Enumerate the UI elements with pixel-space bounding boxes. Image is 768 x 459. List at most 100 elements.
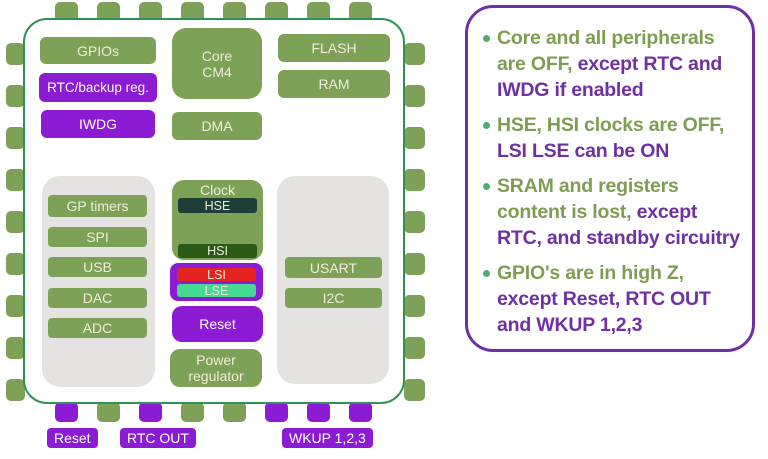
block-label: HSE xyxy=(204,198,231,213)
pin-label-wkup: WKUP 1,2,3 xyxy=(282,428,373,448)
block-iwdg: IWDG xyxy=(41,110,155,138)
peripheral-group-right xyxy=(277,176,389,384)
note-text-segment: LSI LSE can be ON xyxy=(497,140,670,162)
block-label: CM4 xyxy=(202,63,232,80)
block-label: DAC xyxy=(82,290,113,306)
note-text-segment: Core and all peripherals xyxy=(497,27,715,49)
note-line: IWDG if enabled xyxy=(497,77,722,103)
note-line: LSI LSE can be ON xyxy=(497,138,724,164)
note-line: content is lost, except xyxy=(497,199,740,225)
chip-pin-bottom xyxy=(181,402,204,422)
pin-label-rtc-out: RTC OUT xyxy=(120,428,196,448)
chip-pin-top xyxy=(97,2,120,22)
chip-pin-top xyxy=(139,2,162,22)
chip-pin-right xyxy=(404,295,425,317)
bullet-dot-icon xyxy=(483,183,490,190)
note-text-segment: HSE, HSI clocks are OFF, xyxy=(497,114,725,136)
chip-pin-bottom xyxy=(265,402,288,422)
block-label: LSE xyxy=(204,283,229,298)
block-label: GP timers xyxy=(66,198,129,214)
block-core-cm4: Core CM4 xyxy=(172,28,262,99)
note-line: SRAM and registers xyxy=(497,173,740,199)
chip-pin-top xyxy=(307,2,330,22)
block-dma: DMA xyxy=(172,112,262,140)
chip-pin-bottom xyxy=(55,402,78,422)
block-hse: HSE xyxy=(178,198,257,213)
note-text-segment: and WKUP 1,2,3 xyxy=(497,314,643,336)
chip-pin-right xyxy=(404,337,425,359)
chip-pin-bottom xyxy=(307,402,330,422)
block-label: RAM xyxy=(318,76,350,92)
note-text-segment: except Reset, RTC OUT xyxy=(497,288,711,310)
note-lines: GPIO's are in high Z, except Reset, RTC O… xyxy=(497,260,711,338)
block-label: GPIOs xyxy=(76,42,119,59)
block-label: IWDG xyxy=(78,116,118,132)
chip-pin-top xyxy=(265,2,288,22)
note-line: are OFF, except RTC and xyxy=(497,51,722,77)
chip-pin-top xyxy=(349,2,372,22)
chip-pin-right xyxy=(404,127,425,149)
chip-pin-left xyxy=(6,253,25,275)
note-text-segment: except RTC and xyxy=(577,53,723,75)
note-lines: HSE, HSI clocks are OFF, LSI LSE can be O… xyxy=(497,112,724,164)
chip-pin-bottom xyxy=(97,402,120,422)
block-label: RTC/backup reg. xyxy=(47,79,149,95)
block-label: FLASH xyxy=(311,40,357,56)
block-reset: Reset xyxy=(172,306,263,342)
block-label: I2C xyxy=(322,290,345,306)
block-usb: USB xyxy=(48,257,147,277)
block-label: regulator xyxy=(188,368,244,384)
note-line: except Reset, RTC OUT xyxy=(497,286,711,312)
block-label: ADC xyxy=(82,320,113,336)
block-gp-timers: GP timers xyxy=(48,195,147,217)
note-text-segment: content is lost, xyxy=(497,201,637,223)
chip-pin-left xyxy=(6,85,25,107)
pin-label-text: RTC OUT xyxy=(127,430,189,446)
chip-pin-bottom xyxy=(139,402,162,422)
block-dac: DAC xyxy=(48,288,147,308)
block-label: Reset xyxy=(199,316,236,332)
pin-label-text: WKUP 1,2,3 xyxy=(289,430,366,446)
block-label: HSI xyxy=(207,244,228,258)
block-power-regulator: Power regulator xyxy=(170,349,262,387)
block-spi: SPI xyxy=(48,227,147,247)
chip-pin-top xyxy=(55,2,78,22)
block-usart: USART xyxy=(285,257,382,278)
block-hsi: HSI xyxy=(178,244,257,258)
block-label: USB xyxy=(83,259,112,275)
chip-pin-right xyxy=(404,43,425,65)
note-line: and WKUP 1,2,3 xyxy=(497,312,711,338)
bullet-dot-icon xyxy=(483,35,490,42)
chip-pin-left xyxy=(6,127,25,149)
chip-pin-right xyxy=(404,253,425,275)
block-label: LSI xyxy=(207,267,226,282)
block-rtc-backup-reg: RTC/backup reg. xyxy=(39,73,157,102)
block-label: SPI xyxy=(86,229,109,245)
block-adc: ADC xyxy=(48,318,147,338)
chip-pin-right xyxy=(404,169,425,191)
note-text-segment: SRAM and registers xyxy=(497,175,679,197)
block-lse: LSE xyxy=(177,283,256,298)
note-bullet: GPIO's are in high Z, except Reset, RTC O… xyxy=(481,260,744,338)
note-line: RTC, and standby circuitry xyxy=(497,225,740,251)
bullet-dot-icon xyxy=(483,122,490,129)
chip-pin-left xyxy=(6,169,25,191)
pin-label-reset: Reset xyxy=(47,428,98,448)
note-bullet: HSE, HSI clocks are OFF, LSI LSE can be O… xyxy=(481,112,744,164)
chip-pin-left xyxy=(6,211,25,233)
chip-pin-bottom xyxy=(223,402,246,422)
chip-pin-bottom xyxy=(349,402,372,422)
chip-pin-top xyxy=(181,2,204,22)
note-text-segment: GPIO's are in high Z, xyxy=(497,262,684,284)
note-line: HSE, HSI clocks are OFF, xyxy=(497,112,724,138)
pin-label-text: Reset xyxy=(54,430,91,446)
block-gpios: GPIOs xyxy=(40,37,156,64)
block-label: USART xyxy=(309,259,358,276)
chip-pin-right xyxy=(404,85,425,107)
